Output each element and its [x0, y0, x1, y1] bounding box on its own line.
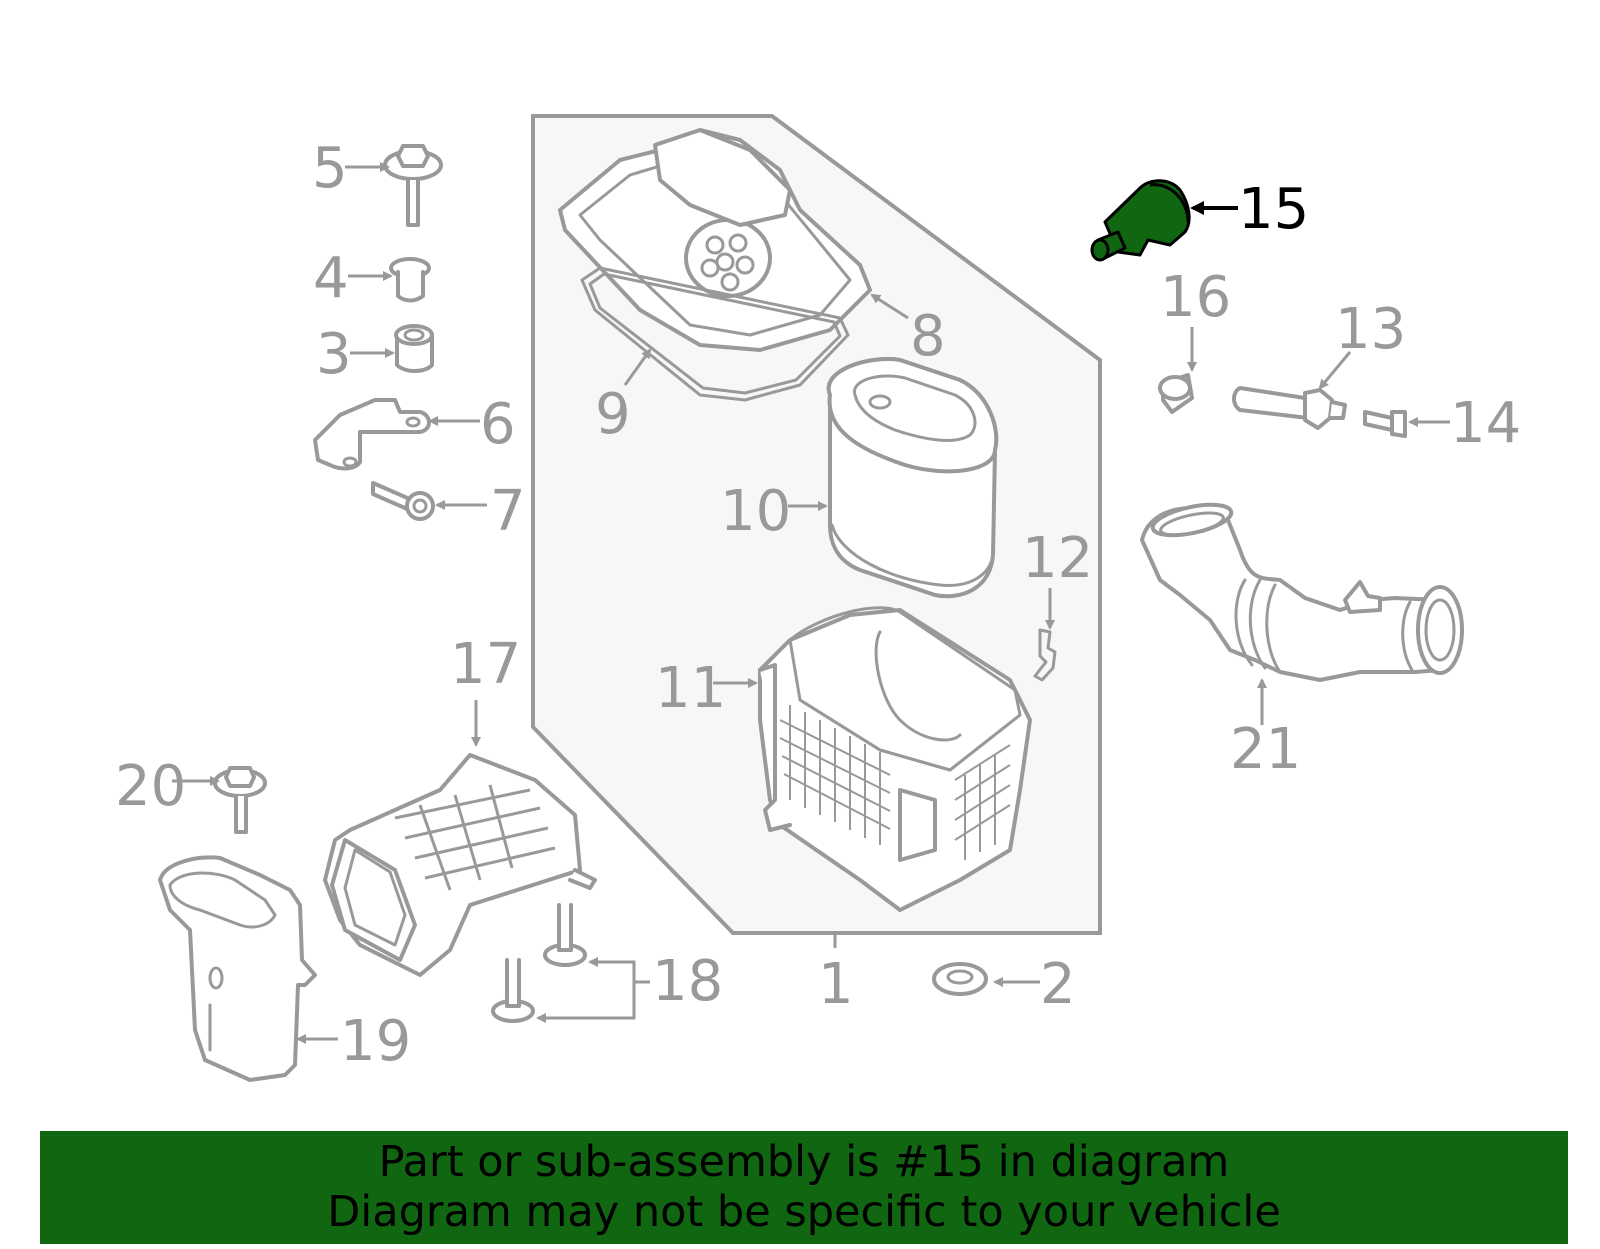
- callout-9: 9: [595, 382, 631, 447]
- part-18-studs: [491, 903, 587, 1023]
- part-10-filter: [826, 357, 999, 599]
- part-21-intake-duct: [1140, 502, 1464, 682]
- part-8-upper-cover: [558, 128, 872, 352]
- callout-21: 21: [1230, 717, 1301, 782]
- callout-10: 10: [720, 479, 791, 544]
- callout-14: 14: [1450, 391, 1521, 456]
- part-12-clip: [1033, 628, 1057, 682]
- callout-19: 19: [340, 1009, 411, 1074]
- callout-6: 6: [480, 392, 516, 457]
- part-13-sensor: [1232, 386, 1347, 430]
- callout-2: 2: [1040, 952, 1076, 1017]
- part-14-screw: [1363, 410, 1407, 438]
- part-2-washer: [932, 962, 988, 996]
- banner-line-2: Diagram may not be specific to your vehi…: [327, 1187, 1281, 1237]
- callout-15: 15: [1238, 177, 1309, 242]
- callout-17: 17: [450, 632, 521, 697]
- callout-7: 7: [490, 479, 526, 544]
- part-17-inlet-duct: [323, 753, 597, 977]
- callout-16: 16: [1160, 265, 1231, 330]
- callout-20: 20: [115, 754, 186, 819]
- callout-5: 5: [312, 136, 348, 201]
- callout-4: 4: [313, 246, 349, 311]
- callout-1: 1: [818, 952, 854, 1017]
- callout-12: 12: [1022, 526, 1093, 591]
- callout-11: 11: [655, 656, 726, 721]
- part-16-cap: [1158, 373, 1194, 414]
- callout-13: 13: [1335, 297, 1406, 362]
- part-3-bushing: [394, 324, 434, 373]
- callout-18: 18: [652, 949, 723, 1014]
- part-7-screw: [371, 481, 435, 521]
- info-banner: Part or sub-assembly is #15 in diagram D…: [40, 1131, 1568, 1244]
- part-19-duct: [158, 855, 317, 1082]
- callout-8: 8: [910, 304, 946, 369]
- callout-3: 3: [316, 322, 352, 387]
- part-5-bolt: [383, 144, 443, 227]
- part-20-bolt: [213, 766, 267, 834]
- part-6-bracket: [313, 398, 431, 471]
- part-15-highlighted: [1090, 179, 1191, 262]
- part-11-lower-housing: [758, 606, 1032, 912]
- part-4-grommet: [389, 257, 431, 303]
- part-9-gasket: [580, 266, 850, 402]
- banner-line-1: Part or sub-assembly is #15 in diagram: [378, 1137, 1230, 1187]
- leader-lines: [172, 162, 1450, 1044]
